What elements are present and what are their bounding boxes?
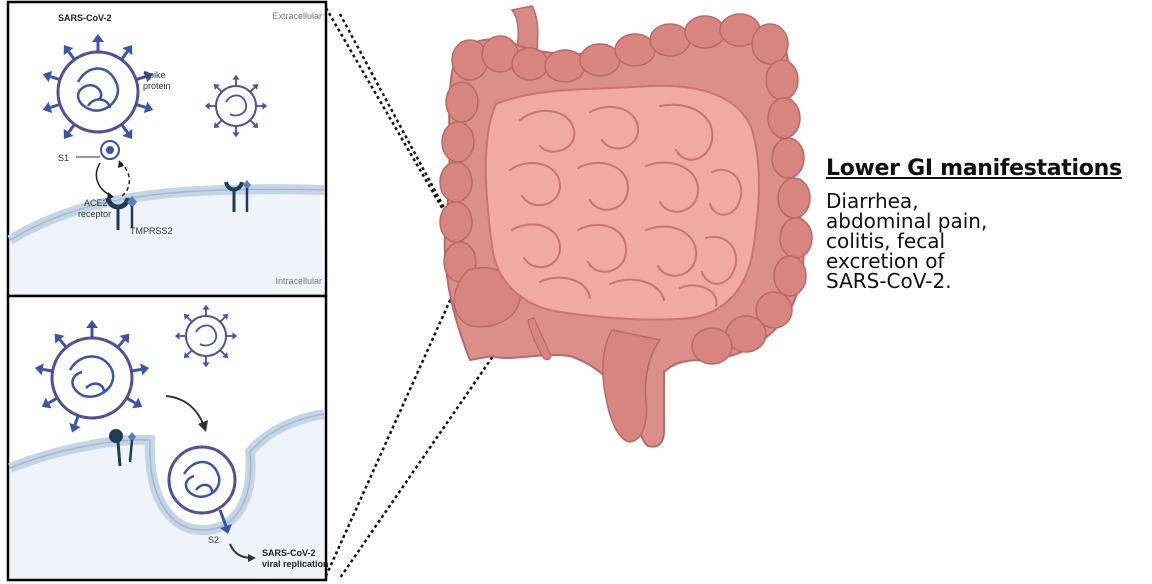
manifestation-line: Diarrhea, xyxy=(826,191,1026,211)
top-panel: Extracellular Intracellular SARS-CoV-2 S… xyxy=(8,2,326,296)
ace2-label-line2: receptor xyxy=(78,209,111,219)
manifestation-line: colitis, fecal xyxy=(826,231,1026,251)
tmprss2-label: TMPRSS2 xyxy=(130,226,173,236)
manifestation-line: SARS-CoV-2. xyxy=(826,271,1026,291)
manifestations-block: Lower GI manifestations Diarrhea, abdomi… xyxy=(826,156,1150,291)
manifestation-line: abdominal pain, xyxy=(826,211,1026,231)
intracellular-label: Intracellular xyxy=(275,276,322,286)
virus-small-icon xyxy=(205,75,267,137)
replication-label-line1: SARS-CoV-2 xyxy=(262,548,316,558)
extracellular-label: Extracellular xyxy=(272,11,322,21)
s2-label: S2 xyxy=(208,535,219,545)
virus-label: SARS-CoV-2 xyxy=(58,13,112,23)
endocytosed-virus-icon xyxy=(169,447,235,513)
virus-small-bottom-icon xyxy=(175,305,237,367)
bottom-panel: S2 SARS-CoV-2 viral replication xyxy=(8,296,329,580)
manifestations-title: Lower GI manifestations xyxy=(826,156,1150,181)
manifestations-list: Diarrhea, abdominal pain, colitis, fecal… xyxy=(826,191,1026,291)
spike-label-line2: protein xyxy=(143,81,171,91)
spike-label-line1: Spike xyxy=(143,70,166,80)
s1-label: S1 xyxy=(58,153,69,163)
replication-label-line2: viral replication xyxy=(262,559,329,569)
intestine-illustration xyxy=(440,6,812,447)
ace2-label-line1: ACE2 xyxy=(84,198,108,208)
manifestation-line: excretion of xyxy=(826,251,1026,271)
